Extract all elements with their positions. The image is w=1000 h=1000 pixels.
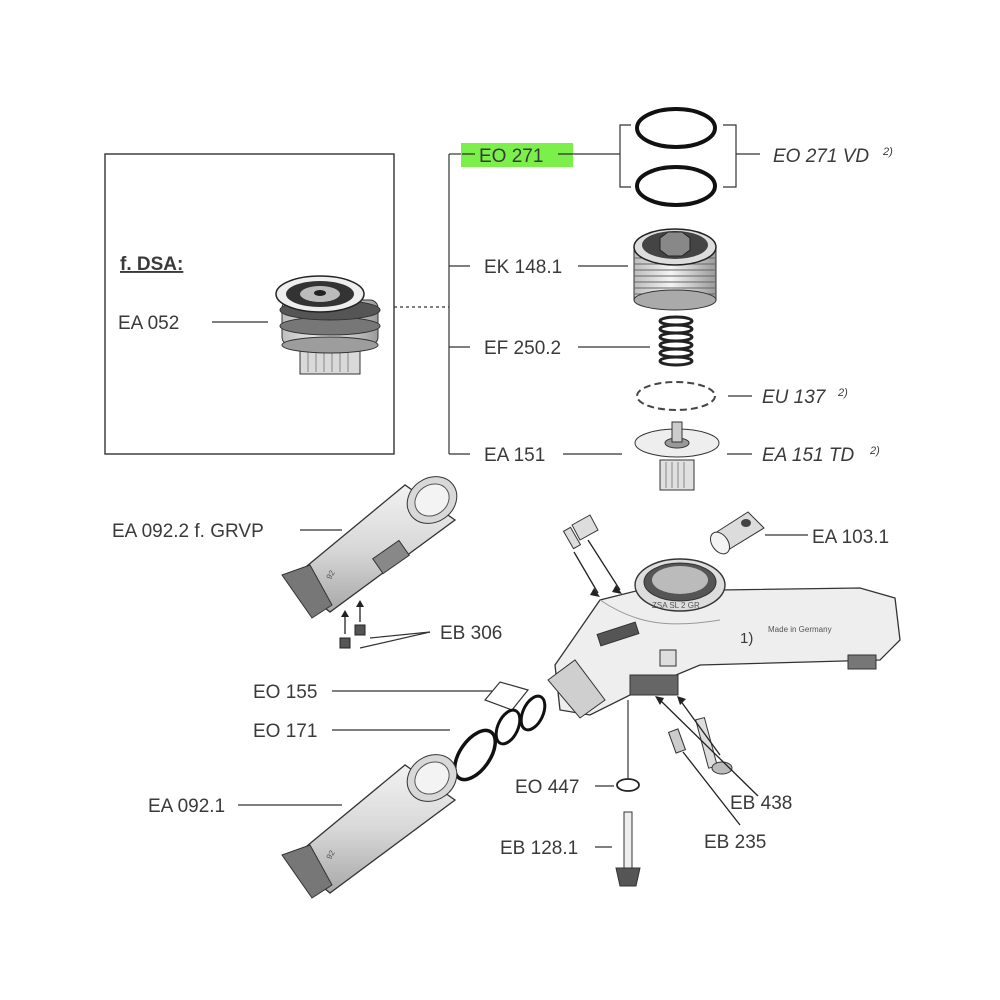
label-eu137[interactable]: EU 137: [762, 387, 827, 408]
label-eb235[interactable]: EB 235: [704, 832, 766, 853]
eo271-oring-upper: [635, 107, 717, 149]
eo271-highlight: [461, 143, 573, 167]
valve-body: ZSA SL 2 GR Made in Germany 1): [547, 558, 901, 719]
label-eb1281[interactable]: EB 128.1: [500, 838, 578, 859]
eu137-ring: [636, 381, 716, 411]
inset-heading: f. DSA:: [120, 254, 183, 275]
body-top-screws: [562, 514, 622, 597]
footnote-ea151td: 2): [869, 445, 880, 457]
footnote-eo271vd: 2): [882, 146, 893, 158]
ea0921-tube: 92: [281, 754, 458, 899]
label-ea052: EA 052: [118, 313, 179, 334]
label-eo271[interactable]: EO 271: [479, 146, 543, 167]
label-ea151td[interactable]: EA 151 TD: [762, 445, 855, 466]
ea0922-tube: 92: [281, 476, 458, 619]
label-eb438[interactable]: EB 438: [730, 793, 792, 814]
footnote-eu137: 2): [837, 387, 848, 399]
ea052-cartridge: [275, 275, 381, 375]
label-eo447[interactable]: EO 447: [515, 777, 579, 798]
label-ea151[interactable]: EA 151: [484, 445, 545, 466]
label-ea0922[interactable]: EA 092.2 f. GRVP: [112, 521, 264, 542]
eo155-oring-a: [494, 708, 522, 746]
label-ek148[interactable]: EK 148.1: [484, 257, 562, 278]
body-made-in: Made in Germany: [768, 625, 832, 634]
inset-box: [104, 153, 395, 455]
body-stamp: ZSA SL 2 GR: [652, 601, 700, 610]
label-ef250[interactable]: EF 250.2: [484, 338, 561, 359]
label-eo271vd[interactable]: EO 271 VD: [773, 146, 869, 167]
ea151-valve: [634, 421, 720, 491]
label-eo171[interactable]: EO 171: [253, 721, 317, 742]
eo155-oring-b: [519, 694, 547, 732]
ea1031-sleeve: [709, 511, 765, 555]
eb1281-pin: [615, 811, 641, 887]
eb235-part: [667, 728, 687, 754]
ek148-cartridge: [633, 228, 717, 311]
label-eb306[interactable]: EB 306: [440, 623, 502, 644]
label-eo155[interactable]: EO 155: [253, 682, 317, 703]
eo447-oring: [616, 778, 640, 792]
ef250-spring: [658, 315, 694, 367]
body-note: 1): [740, 630, 753, 647]
label-ea0921[interactable]: EA 092.1: [148, 796, 225, 817]
eb306-screws: [339, 600, 366, 649]
eo271-oring-lower: [635, 165, 717, 207]
eo171-oring: [453, 728, 497, 782]
label-ea1031[interactable]: EA 103.1: [812, 527, 889, 548]
